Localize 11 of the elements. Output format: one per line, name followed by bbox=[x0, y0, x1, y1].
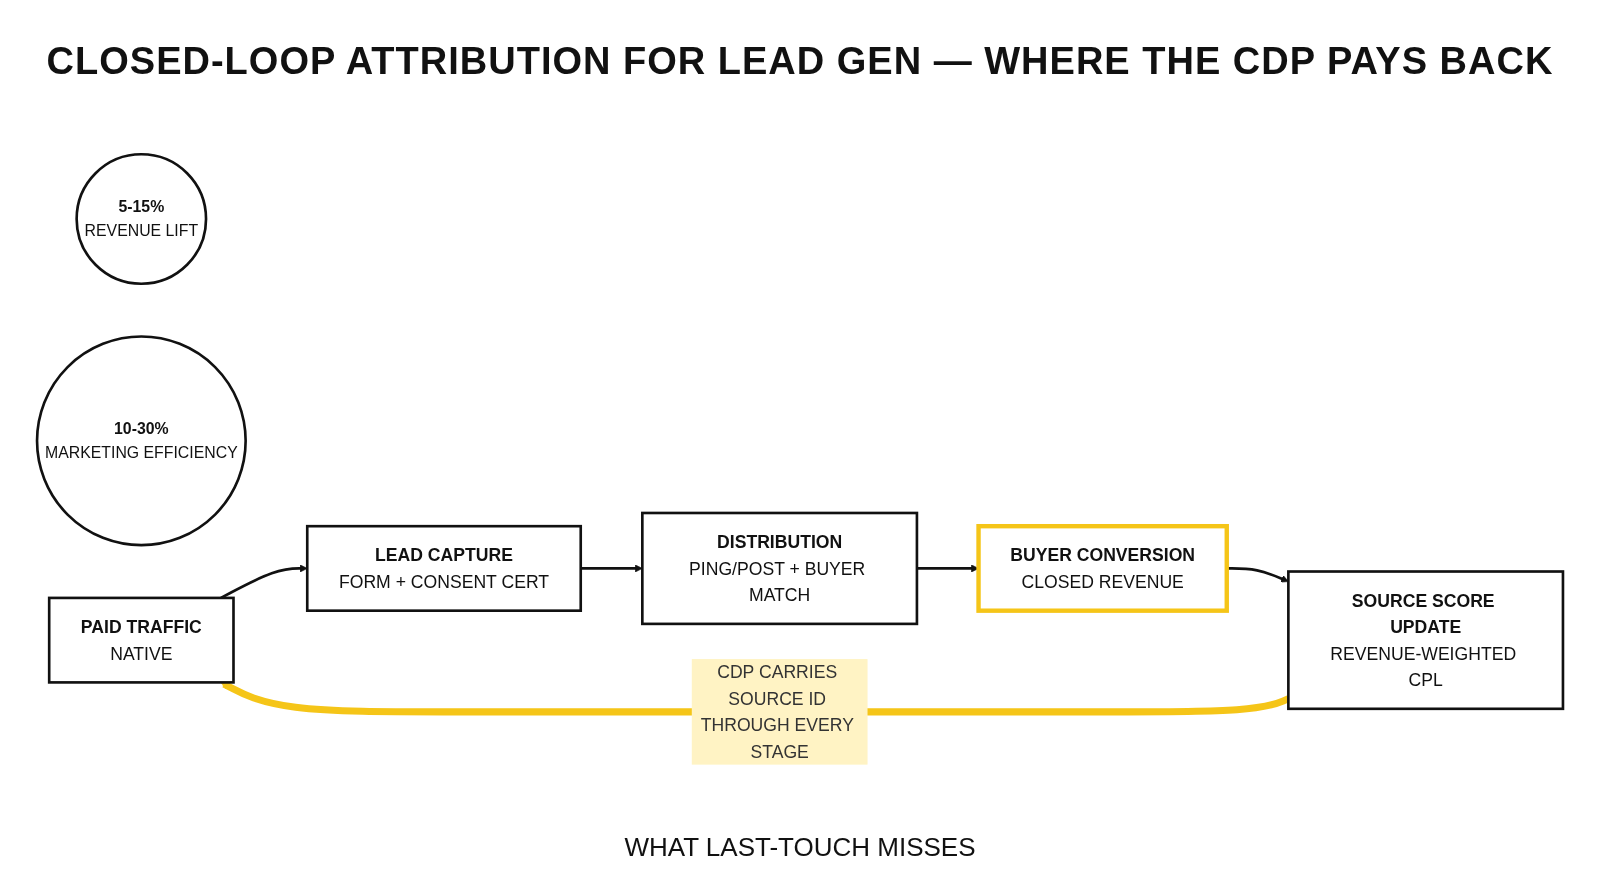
arrow bbox=[580, 564, 643, 573]
node-circle: 10-30% MARKETING EFFICIENCY bbox=[35, 335, 247, 547]
edge-label: CDP CARRIES SOURCE ID THROUGH EVERY STAGE bbox=[700, 662, 854, 762]
node-box: LEAD CAPTURE FORM + CONSENT CERT bbox=[305, 524, 583, 612]
node-box: PAID TRAFFIC NATIVE bbox=[47, 596, 235, 684]
note-text: WHAT LAST-TOUCH MISSES bbox=[624, 832, 976, 863]
node-box: DISTRIBUTION PING/POST + BUYER MATCH bbox=[641, 511, 919, 626]
node-circle: 5-15% REVENUE LIFT bbox=[75, 153, 208, 285]
node-box: BUYER CONVERSION CLOSED REVENUE bbox=[976, 524, 1229, 613]
node-box: SOURCE SCORE UPDATE REVENUE-WEIGHTED CPL bbox=[1287, 570, 1565, 711]
diagram-title: CLOSED-LOOP ATTRIBUTION FOR LEAD GEN — WHERE THE CDP PAYS BACK bbox=[46, 40, 1554, 83]
